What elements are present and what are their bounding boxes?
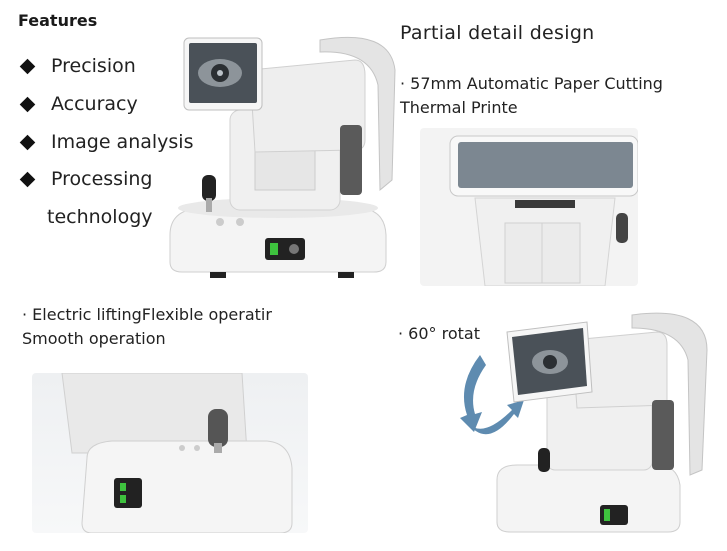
feature-processing: Processing [19, 168, 152, 190]
bullet-diamond-icon [19, 134, 36, 150]
feature-image-analysis: Image analysis [19, 131, 193, 153]
feature-technology: technology [47, 206, 153, 228]
electric-lifting-image [32, 373, 308, 533]
bullet-diamond-icon [19, 171, 36, 187]
refractometer-image [160, 30, 400, 280]
feature-accuracy: Accuracy [19, 93, 138, 115]
printer-caption: · 57mm Automatic Paper Cutting Thermal P… [400, 74, 663, 117]
printer-detail-image [420, 128, 638, 286]
rotate-arrow-icon [460, 355, 486, 432]
rotate-device-image [452, 310, 710, 540]
features-title: Features [18, 11, 98, 30]
partial-detail-title: Partial detail design [400, 22, 595, 44]
feature-precision: Precision [19, 55, 136, 77]
lifting-caption: · Electric liftingFlexible operatir Smoo… [22, 305, 272, 348]
rotate-caption: · 60° rotat [398, 324, 480, 343]
bullet-diamond-icon [19, 96, 36, 112]
bullet-diamond-icon [19, 58, 36, 74]
